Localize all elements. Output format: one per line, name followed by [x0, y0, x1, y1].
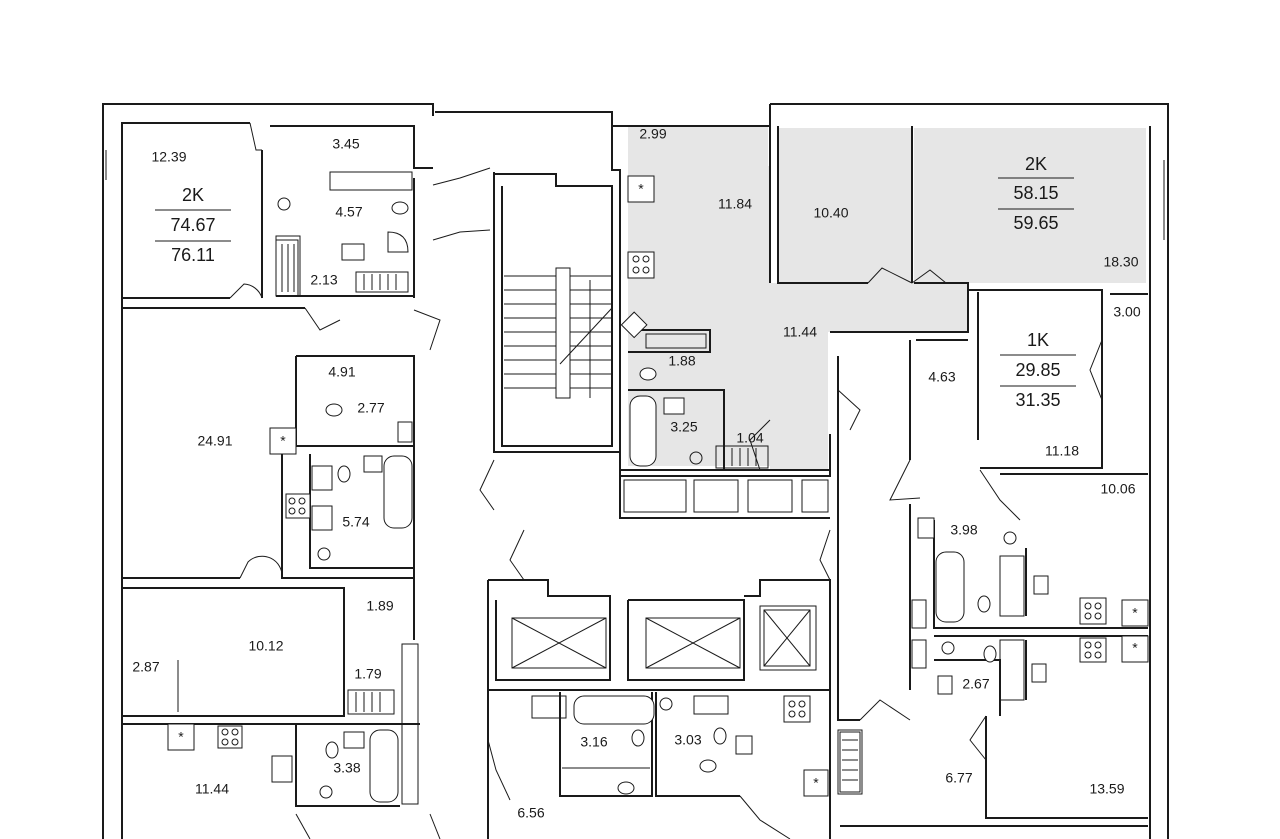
radiator-icon: [275, 239, 861, 793]
room-area-label: 3.98: [950, 522, 977, 538]
room-area-label: 6.56: [517, 805, 544, 821]
apartment-total-area: 31.35: [1015, 390, 1060, 410]
room-area-label: 24.91: [197, 433, 232, 449]
apartment-type: 2K: [1025, 154, 1047, 174]
apartment-type: 1K: [1027, 330, 1049, 350]
room-area-label: 2.13: [310, 272, 337, 288]
room-area-label: 3.03: [674, 732, 701, 748]
room-area-label: 4.91: [328, 364, 355, 380]
vent-shaft-symbol: *: [1132, 605, 1138, 621]
vent-shaft-symbol: *: [280, 433, 286, 449]
doors: [229, 122, 1103, 839]
room-area-label: 11.44: [195, 781, 229, 797]
right-apartment-walls: [611, 126, 1148, 827]
room-area-label: 3.45: [332, 136, 359, 152]
highlighted-apartment: [628, 126, 1146, 470]
room-area-label: 2.67: [962, 676, 989, 692]
stove-icon: [217, 251, 1107, 749]
room-area-label: 1.88: [668, 353, 695, 369]
room-area-label: 3.00: [1113, 304, 1140, 320]
room-area-label: 10.40: [813, 205, 848, 221]
room-area-label: 2.77: [357, 400, 384, 416]
stair-icon: [504, 267, 613, 399]
bathtub-icon: [369, 395, 965, 803]
kitchen-counters: [271, 171, 1025, 799]
room-area-label: 2.87: [132, 659, 159, 675]
apartment-living-area: 29.85: [1015, 360, 1060, 380]
apartment-summary-2k-right: 2K 58.15 59.65: [998, 154, 1074, 233]
apartment-living-area: 58.15: [1013, 183, 1058, 203]
vent-shafts: * * * * * *: [167, 175, 1149, 797]
vent-shaft-symbol: *: [813, 775, 819, 791]
room-area-label: 5.74: [342, 514, 369, 530]
room-area-label: 3.38: [333, 760, 360, 776]
apartment-living-area: 74.67: [170, 215, 215, 235]
apartment-total-area: 76.11: [171, 245, 215, 265]
room-area-label: 11.18: [1045, 443, 1079, 459]
room-area-label: 18.30: [1103, 254, 1138, 270]
elevator-icon: [511, 609, 811, 669]
room-area-label: 10.06: [1100, 481, 1135, 497]
room-area-label: 4.57: [335, 204, 362, 220]
room-area-label: 1.79: [354, 666, 381, 682]
room-area-label: 1.89: [366, 598, 393, 614]
vent-shaft-symbol: *: [178, 729, 184, 745]
vent-shaft-symbol: *: [1132, 640, 1138, 656]
apartment-summary-1k: 1K 29.85 31.35: [1000, 330, 1076, 410]
apartment-type: 2K: [182, 185, 204, 205]
room-area-label: 6.77: [945, 770, 972, 786]
room-area-label: 11.44: [783, 324, 817, 340]
room-area-label: 12.39: [151, 149, 186, 165]
room-area-label: 11.84: [718, 196, 752, 212]
apartment-summary-2k-left: 2K 74.67 76.11: [155, 185, 231, 265]
left-apartment-walls: [122, 125, 433, 807]
outer-walls: [102, 103, 1169, 839]
room-area-label: 4.63: [928, 369, 955, 385]
room-area-labels: 12.39 3.45 4.57 2.13 24.91 4.91 2.77 5.7…: [132, 126, 1140, 821]
room-area-label: 1.04: [736, 430, 763, 446]
sink-icon: [341, 243, 1049, 755]
apartment-total-area: 59.65: [1013, 213, 1058, 233]
room-area-label: 3.25: [670, 419, 697, 435]
room-area-label: 13.59: [1089, 781, 1124, 797]
vent-shaft-symbol: *: [638, 181, 644, 197]
room-area-label: 10.12: [248, 638, 283, 654]
toilet-icon: [325, 201, 997, 795]
room-area-label: 2.99: [639, 126, 666, 142]
room-area-label: 3.16: [580, 734, 607, 750]
